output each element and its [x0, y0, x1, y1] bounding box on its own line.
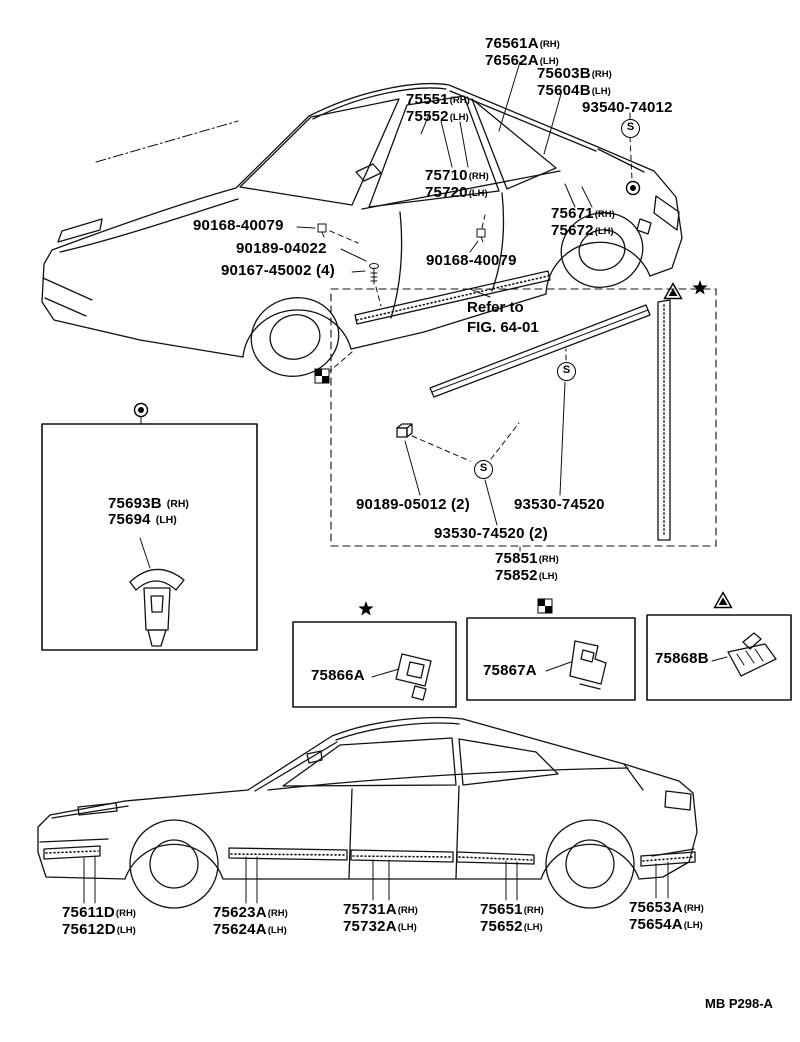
clip-box-b: [466, 617, 636, 701]
windshield: [239, 98, 400, 206]
bottom-car-leaders: [83, 855, 669, 904]
clip-75867-drawing: [569, 640, 607, 690]
quarter-window: [471, 98, 557, 190]
part-label-90168-40079-right: 90168-40079: [426, 252, 517, 269]
door-window: [368, 95, 500, 208]
refer-note: Refer to FIG. 64-01: [467, 299, 539, 336]
page-code: MB P298-A: [705, 996, 773, 1011]
clip-75868-drawing: [727, 632, 777, 677]
body-side-moldings: [43, 845, 696, 867]
s-marker-icon: S: [557, 362, 576, 381]
clip-box-c: [646, 614, 792, 701]
checker-icon: [537, 598, 553, 614]
part-label-90168-40079-left: 90168-40079: [193, 217, 284, 234]
side-mirror: [306, 750, 323, 764]
target-dot-icon: [625, 180, 641, 196]
front-wheel: [129, 819, 219, 909]
door-window: [282, 737, 457, 787]
star-icon: [692, 280, 708, 295]
side-protector-molding-75851: [429, 304, 651, 398]
part-label-75623A-75624A: 75623A(RH) 75624A(LH): [213, 904, 288, 938]
assembly-dashed-frame: [330, 288, 717, 547]
part-label-75867A: 75867A: [483, 662, 537, 679]
grommet-icon: [396, 423, 413, 438]
front-wheel: [250, 297, 340, 377]
part-label-76561A-76562A: 76561A(RH) 76562A(LH): [485, 35, 560, 69]
vertical-molding-strip: [657, 299, 671, 541]
part-label-93530-74520: 93530-74520: [514, 496, 605, 513]
top-car-drawing: [41, 83, 683, 377]
rear-wheel: [545, 819, 635, 909]
part-label-90167-45002: 90167-45002 (4): [221, 262, 335, 279]
bottom-car-drawing: [37, 716, 698, 909]
part-label-75551-75552: 75551(RH) 75552(LH): [406, 91, 470, 125]
part-label-75651-75652: 75651(RH) 75652(LH): [480, 901, 544, 935]
target-dot-icon: [133, 402, 149, 418]
part-label-90189-05012: 90189-05012 (2): [356, 496, 470, 513]
part-label-75866A: 75866A: [311, 667, 365, 684]
part-label-75611D-75612D: 75611D(RH) 75612D(LH): [62, 904, 136, 938]
s-marker-icon: S: [621, 119, 640, 138]
rear-wheel: [560, 212, 644, 288]
s-marker-icon: S: [474, 460, 493, 479]
checker-icon: [314, 368, 330, 384]
part-label-90189-04022: 90189-04022: [236, 240, 327, 257]
rocker-molding: [354, 270, 551, 325]
clip-detail-box-left: [41, 423, 258, 651]
part-label-75731A-75732A: 75731A(RH) 75732A(LH): [343, 901, 418, 935]
clip-box-a: [292, 621, 457, 708]
part-label-75603B-75604B: 75603B(RH) 75604B(LH): [537, 65, 612, 99]
part-label-93540-74012: 93540-74012: [582, 99, 673, 116]
part-label-75671-75672: 75671(RH) 75672(LH): [551, 205, 615, 239]
part-label-75851-75852: 75851(RH) 75852(LH): [495, 550, 559, 584]
screw-icon: [369, 263, 379, 285]
part-label-75710-75720: 75710(RH) 75720(LH): [425, 167, 489, 201]
triangle-icon: [663, 282, 683, 300]
triangle-icon: [713, 591, 733, 609]
clip-detail-boxes: [292, 614, 792, 708]
part-label-93530-74520-qty2: 93530-74520 (2): [434, 525, 548, 542]
clip-75693-drawing: [129, 568, 185, 647]
retainer-clip-icon: [317, 223, 327, 238]
top-car-leaders: [296, 61, 633, 307]
middle-assembly: [41, 288, 717, 651]
symbol-markers: [133, 180, 733, 616]
part-label-75653A-75654A: 75653A(RH) 75654A(LH): [629, 899, 704, 933]
part-label-75693B-75694: 75693B(RH) 75694(LH): [108, 495, 189, 528]
part-label-75868B: 75868B: [655, 650, 709, 667]
star-icon: [358, 601, 374, 616]
clip-75866-drawing: [395, 653, 432, 701]
retainer-clip-icon: [476, 228, 486, 243]
quarter-window: [458, 738, 559, 786]
side-mirror: [355, 163, 382, 182]
